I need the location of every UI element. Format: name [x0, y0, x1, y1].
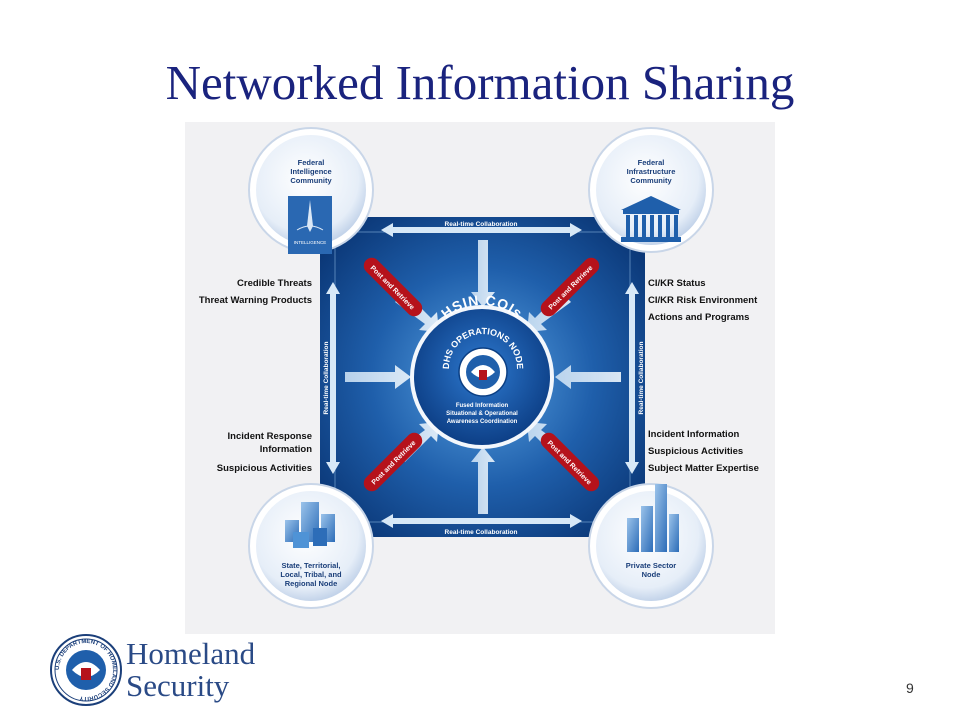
side-text-item: Subject Matter Expertise — [648, 463, 759, 474]
node-state-local-regional: State, Territorial, Local, Tribal, and R… — [248, 483, 374, 609]
svg-text:Infrastructure: Infrastructure — [627, 167, 676, 176]
edge-label-top: Real-time Collaboration — [445, 221, 518, 228]
page-number: 9 — [906, 680, 914, 696]
svg-text:Regional Node: Regional Node — [285, 579, 338, 588]
dhs-operations-node: HSIN COIs DHS OPERATIONS NODE Fused Info… — [410, 292, 554, 449]
collaboration-arrow-right: Real-time Collaboration — [625, 282, 645, 474]
intelligence-community-emblem: INTELLIGENCE — [288, 196, 332, 254]
svg-text:Federal: Federal — [638, 158, 665, 167]
collaboration-arrow-top: Real-time Collaboration — [381, 221, 582, 237]
side-text-item: Suspicious Activities — [216, 463, 312, 474]
center-caption-1: Fused Information — [456, 403, 509, 409]
homeland-security-wordmark: Homeland Security — [126, 638, 255, 702]
side-text-top-right: CI/KR Status CI/KR Risk Environment Acti… — [648, 275, 757, 326]
svg-text:Private Sector: Private Sector — [626, 561, 677, 570]
svg-text:Intelligence: Intelligence — [290, 167, 331, 176]
node-federal-intelligence: Federal Intelligence Community INTELLIGE… — [248, 127, 374, 254]
side-text-item: CI/KR Risk Environment — [648, 295, 758, 306]
edge-label-right: Real-time Collaboration — [638, 342, 645, 415]
side-text-bottom-right: Incident Information Suspicious Activiti… — [648, 426, 759, 477]
center-caption-3: Awareness Coordination — [447, 419, 518, 425]
dhs-seal-icon — [458, 347, 508, 397]
svg-text:State, Territorial,: State, Territorial, — [281, 561, 340, 570]
center-caption-2: Situational & Operational — [446, 411, 518, 417]
edge-label-bottom: Real-time Collaboration — [445, 529, 518, 536]
svg-text:Community: Community — [630, 176, 672, 185]
svg-text:INTELLIGENCE: INTELLIGENCE — [294, 240, 327, 245]
svg-text:Federal: Federal — [298, 158, 325, 167]
svg-text:Node: Node — [642, 570, 661, 579]
edge-label-left: Real-time Collaboration — [323, 342, 330, 415]
side-text-item: Suspicious Activities — [648, 446, 744, 457]
svg-text:Local, Tribal, and: Local, Tribal, and — [280, 570, 342, 579]
city-blocks-icon — [285, 502, 335, 548]
side-text-top-left: Credible Threats Threat Warning Products — [182, 275, 312, 309]
dhs-seal-icon: U.S. DEPARTMENT OF HOMELAND SECURITY — [50, 634, 122, 706]
wordmark-line-1: Homeland — [126, 636, 256, 671]
side-text-item: Information — [259, 444, 312, 455]
side-text-bottom-left: Incident Response Information Suspicious… — [182, 431, 312, 477]
side-text-item: Incident Information — [648, 429, 740, 440]
wordmark-line-2: Security — [126, 668, 230, 703]
svg-text:Community: Community — [290, 176, 332, 185]
capitol-building-icon — [621, 196, 681, 242]
skyscrapers-icon — [627, 484, 679, 552]
side-text-item: Actions and Programs — [648, 312, 750, 323]
side-text-item: Credible Threats — [237, 278, 312, 289]
node-federal-infrastructure: Federal Infrastructure Community — [588, 127, 714, 253]
side-text-item: Incident Response — [227, 431, 312, 442]
node-private-sector: Private Sector Node — [588, 483, 714, 609]
side-text-item: Threat Warning Products — [198, 295, 312, 306]
slide-title: Networked Information Sharing — [165, 55, 795, 110]
dhs-footer-logo: U.S. DEPARTMENT OF HOMELAND SECURITY — [50, 634, 122, 706]
collaboration-arrow-left: Real-time Collaboration — [323, 282, 340, 474]
side-text-item: CI/KR Status — [648, 278, 706, 289]
network-diagram: Real-time Collaboration Real-time Collab… — [248, 127, 714, 609]
collaboration-arrow-bottom: Real-time Collaboration — [381, 514, 582, 536]
